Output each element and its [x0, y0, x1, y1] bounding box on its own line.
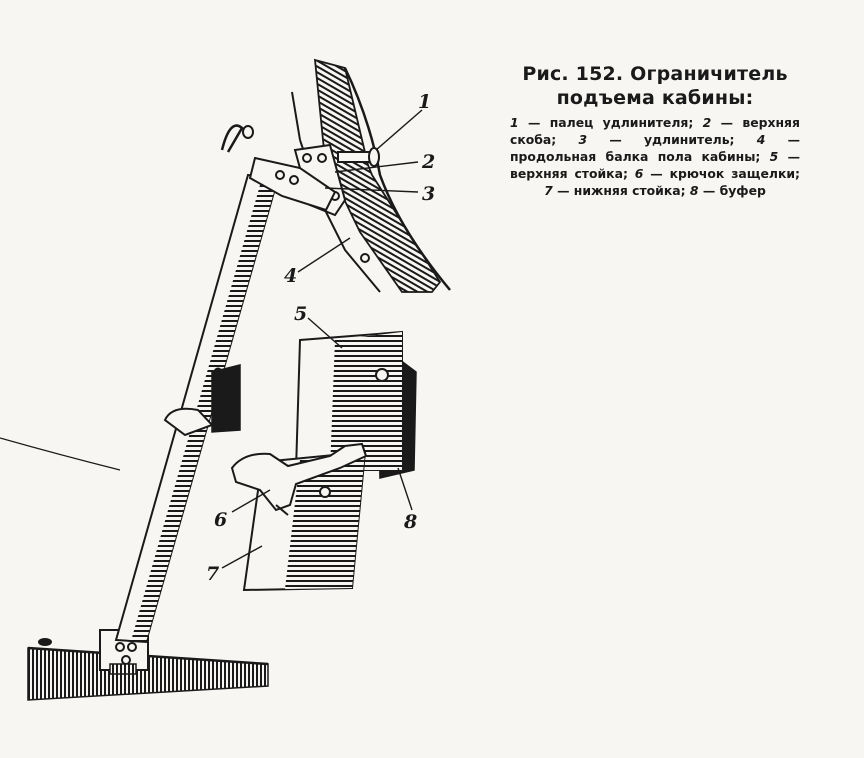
extender-pin [337, 147, 380, 167]
callout-5: 5 [294, 303, 307, 325]
callout-4: 4 [284, 265, 297, 287]
callout-3: 3 [422, 183, 435, 205]
legend-item: 7 — нижняя стойка; [544, 183, 686, 198]
legend-item: 5 — верхняя стойка; [510, 149, 800, 181]
legend-item: 2 — верхняя скоба; [510, 115, 800, 147]
legend-item: 1 — палец удлинителя; [510, 115, 694, 130]
rod-buffer [211, 364, 241, 433]
legend-item: 4 — продольная балка пола кабины; [510, 132, 800, 164]
cotter-pin [220, 124, 254, 153]
callout-1: 1 [418, 91, 431, 113]
caption-legend: 1 — палец удлинителя; 2 — верхняя скоба;… [510, 114, 800, 199]
upper-post [294, 330, 403, 471]
callout-7: 7 [206, 563, 219, 585]
leader-lines [221, 109, 423, 569]
stray-arc [0, 437, 121, 471]
callout-2: 2 [421, 151, 435, 173]
figure-caption: Рис. 152. Ограничитель подъема кабины: 1… [510, 62, 800, 199]
latch-hook [230, 442, 368, 516]
legend-item: 6 — крючок защелки; [634, 166, 800, 181]
caption-title: Рис. 152. Ограничитель подъема кабины: [522, 63, 788, 109]
callout-8: 8 [403, 511, 417, 533]
legend-item: 8 — буфер [689, 183, 766, 198]
extender-link [248, 156, 337, 212]
callout-6: 6 [214, 509, 227, 531]
legend-item: 3 — удлинитель; [578, 132, 735, 147]
